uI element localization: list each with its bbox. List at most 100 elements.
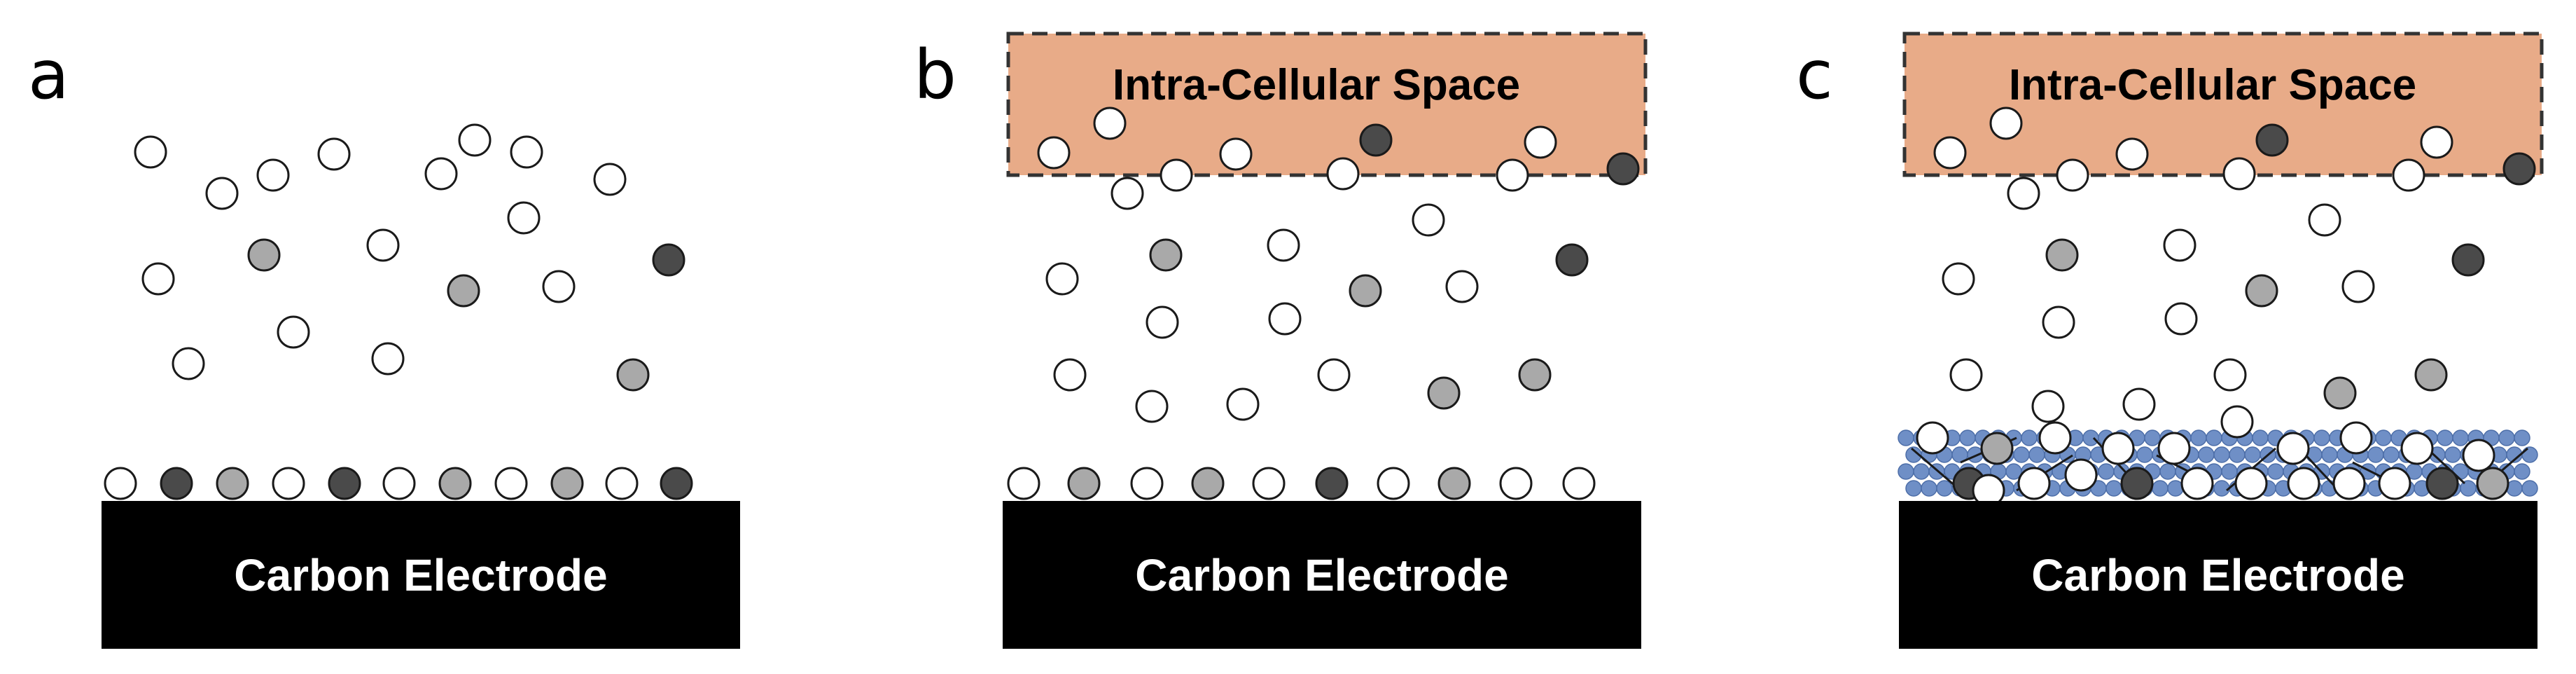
polymer-bead bbox=[2028, 446, 2045, 463]
white-particle bbox=[2042, 305, 2075, 339]
white-particle bbox=[605, 467, 639, 500]
gray-particle bbox=[447, 274, 480, 308]
polymer-bead bbox=[2159, 463, 2176, 480]
white-particle bbox=[1949, 358, 1983, 392]
polymer-bead bbox=[1898, 429, 1914, 446]
gray-particle bbox=[2323, 376, 2357, 410]
polymer-bead bbox=[2144, 429, 2161, 446]
dark-particle bbox=[2425, 467, 2459, 500]
white-particle bbox=[1989, 106, 2023, 140]
white-particle bbox=[2056, 158, 2089, 192]
white-particle bbox=[458, 123, 492, 157]
white-particle bbox=[366, 228, 400, 262]
gray-particle bbox=[2476, 467, 2509, 500]
white-particle bbox=[2378, 467, 2411, 500]
white-particle bbox=[382, 467, 416, 500]
white-particle bbox=[1377, 467, 1410, 500]
polymer-bead bbox=[2021, 429, 2038, 446]
panel-c-layer-particles bbox=[1916, 405, 2509, 507]
white-particle bbox=[494, 467, 528, 500]
white-particle bbox=[2308, 203, 2341, 237]
polymer-bead bbox=[2452, 429, 2469, 446]
white-particle bbox=[1252, 467, 1286, 500]
white-particle bbox=[424, 157, 458, 191]
white-particle bbox=[2180, 467, 2214, 500]
polymer-bead bbox=[2252, 429, 2269, 446]
gray-particle bbox=[1067, 467, 1101, 500]
white-particle bbox=[1933, 136, 1967, 170]
dark-particle bbox=[1359, 123, 1393, 157]
polymer-bead bbox=[2521, 446, 2538, 463]
white-particle bbox=[2213, 358, 2247, 392]
panel-b: b Intra-Cellular Space Carbon Electrode bbox=[914, 32, 1648, 649]
dark-particle bbox=[2502, 152, 2536, 186]
panel-a-electrode-label: Carbon Electrode bbox=[234, 550, 607, 600]
white-particle bbox=[1267, 228, 1300, 262]
white-particle bbox=[593, 163, 627, 196]
white-particle bbox=[104, 467, 137, 500]
white-particle bbox=[1045, 262, 1079, 296]
white-particle bbox=[1037, 136, 1071, 170]
polymer-bead bbox=[1905, 480, 1922, 497]
gray-particle bbox=[2245, 274, 2278, 308]
panel-a-surface-particles bbox=[104, 467, 693, 500]
white-particle bbox=[2220, 405, 2254, 439]
dark-particle bbox=[328, 467, 361, 500]
white-particle bbox=[2017, 467, 2051, 500]
panel-c-particles bbox=[1933, 106, 2536, 423]
white-particle bbox=[2038, 421, 2072, 455]
white-particle bbox=[1226, 387, 1260, 421]
panel-b-letter: b bbox=[914, 36, 956, 114]
white-particle bbox=[1219, 137, 1253, 171]
polymer-bead bbox=[2152, 480, 2168, 497]
panel-a-carbon-electrode bbox=[102, 501, 740, 649]
polymer-bead bbox=[2082, 429, 2099, 446]
white-particle bbox=[141, 262, 175, 296]
white-particle bbox=[2064, 458, 2098, 492]
polymer-bead bbox=[1959, 429, 1976, 446]
panel-c-space-label: Intra-Cellular Space bbox=[2009, 61, 2416, 109]
white-particle bbox=[1942, 262, 1975, 296]
gray-particle bbox=[2045, 238, 2079, 272]
polymer-bead bbox=[2514, 463, 2530, 480]
white-particle bbox=[2339, 421, 2373, 455]
panel-b-carbon-electrode bbox=[1003, 501, 1641, 649]
white-particle bbox=[2157, 432, 2191, 465]
gray-particle bbox=[1518, 358, 1552, 392]
white-particle bbox=[2101, 432, 2135, 465]
white-particle bbox=[134, 135, 167, 169]
dark-particle bbox=[660, 467, 693, 500]
polymer-bead bbox=[2367, 446, 2384, 463]
panel-a: a Carbon Electrode bbox=[28, 36, 740, 649]
white-particle bbox=[2222, 157, 2256, 191]
white-particle bbox=[542, 270, 576, 303]
polymer-bead bbox=[2190, 429, 2207, 446]
dark-particle bbox=[1606, 152, 1640, 186]
polymer-bead bbox=[1921, 480, 1937, 497]
polymer-crosslink bbox=[1911, 447, 1961, 492]
panel-b-particles bbox=[1037, 106, 1640, 423]
panel-c-letter: c bbox=[1796, 36, 1833, 114]
polymer-bead bbox=[1898, 463, 1914, 480]
white-particle bbox=[1445, 270, 1479, 303]
white-particle bbox=[277, 315, 310, 349]
white-particle bbox=[2276, 432, 2310, 465]
white-particle bbox=[2122, 387, 2156, 421]
white-particle bbox=[256, 158, 290, 192]
white-particle bbox=[2163, 228, 2196, 262]
panel-a-letter: a bbox=[28, 36, 69, 114]
white-particle bbox=[1130, 467, 1164, 500]
dark-particle bbox=[2255, 123, 2289, 157]
white-particle bbox=[1326, 157, 1360, 191]
polymer-bead bbox=[2383, 446, 2400, 463]
white-particle bbox=[1146, 305, 1179, 339]
panel-b-electrode-label: Carbon Electrode bbox=[1135, 550, 1508, 600]
gray-particle bbox=[438, 467, 472, 500]
polymer-bead bbox=[2321, 446, 2338, 463]
dark-particle bbox=[160, 467, 193, 500]
white-particle bbox=[2287, 467, 2320, 500]
gray-particle bbox=[1191, 467, 1225, 500]
gray-particle bbox=[1149, 238, 1183, 272]
polymer-bead bbox=[2198, 446, 2215, 463]
white-particle bbox=[2115, 137, 2149, 171]
